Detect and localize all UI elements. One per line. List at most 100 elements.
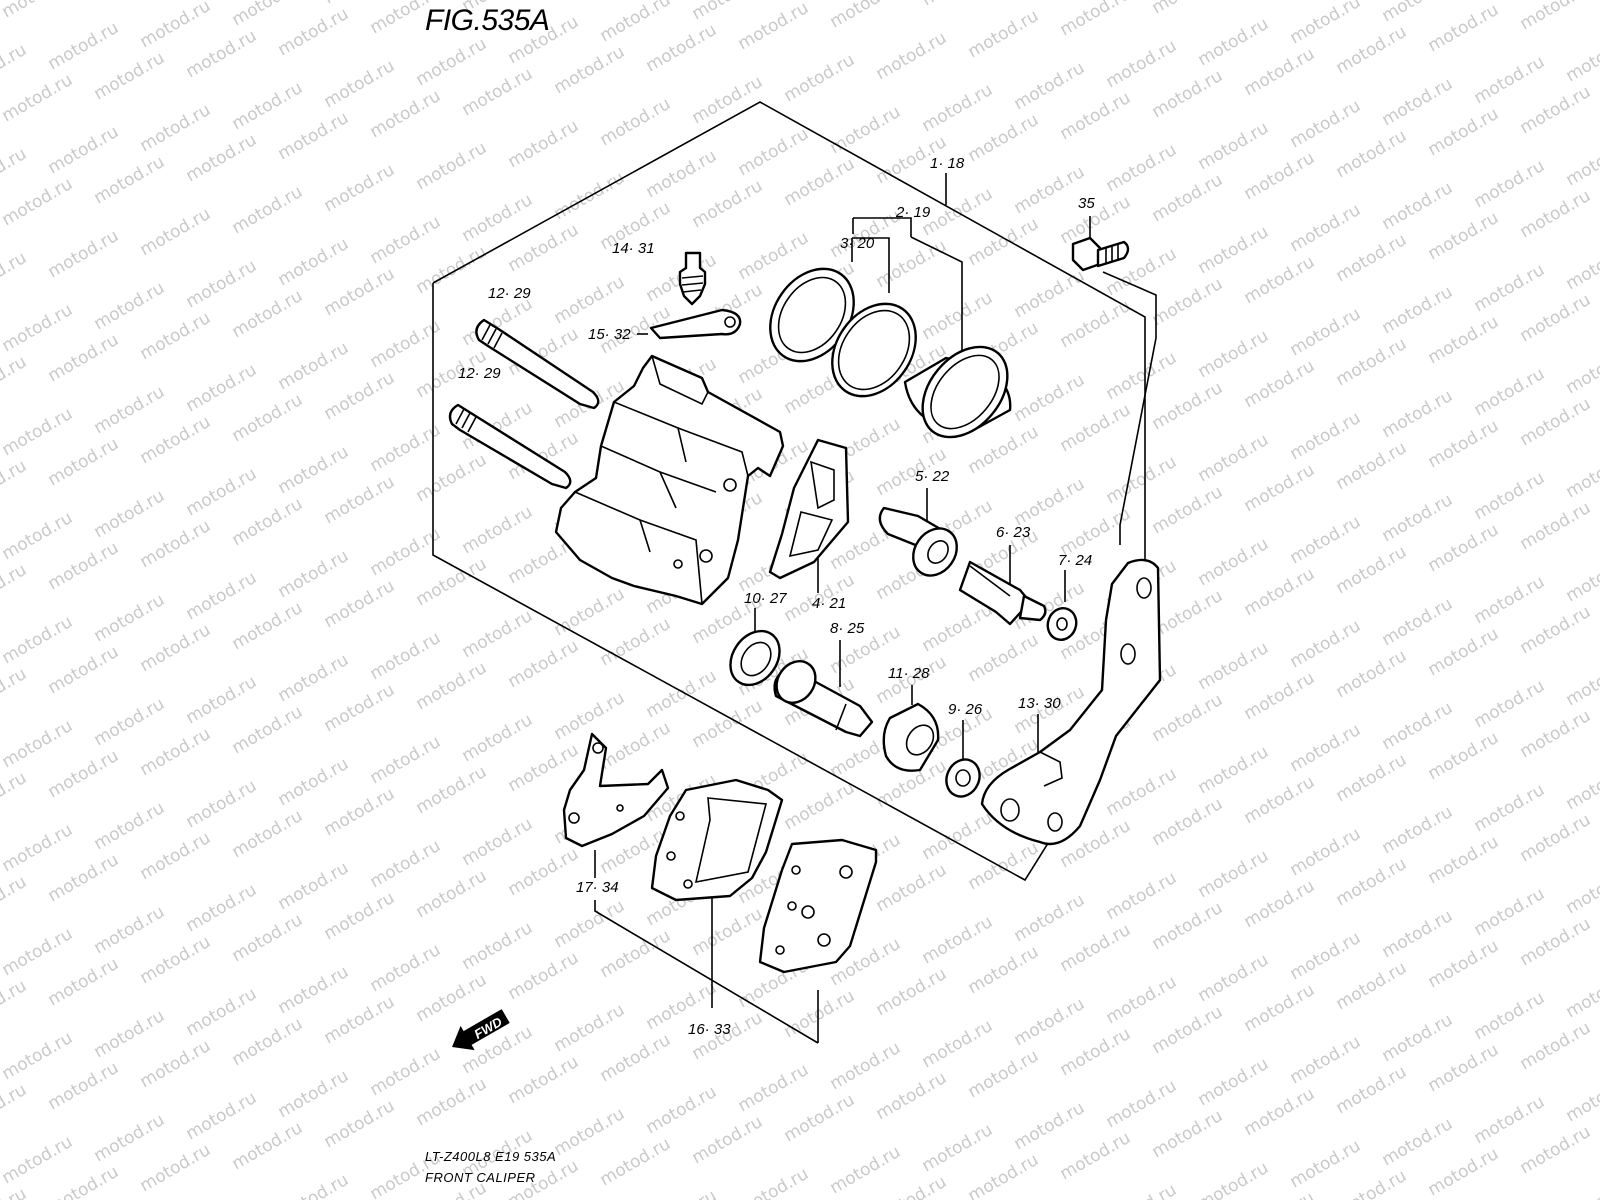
figure-title: FIG.535A <box>425 4 550 37</box>
watermark-text: motod.ru <box>1517 914 1595 970</box>
watermark-text: motod.ru <box>45 538 123 594</box>
watermark-text: motod.ru <box>1149 0 1227 18</box>
watermark-text: motod.ru <box>1471 572 1549 628</box>
piston-1 <box>903 345 1012 439</box>
watermark-text: motod.ru <box>597 1030 675 1086</box>
watermark-text: motod.ru <box>1425 104 1503 160</box>
watermark-text: motod.ru <box>781 1090 859 1146</box>
watermark-text: motod.ru <box>505 116 583 172</box>
watermark-text: motod.ru <box>873 964 951 1020</box>
watermark-text: motod.ru <box>1379 594 1457 650</box>
watermark-text: motod.ru <box>91 902 169 958</box>
watermark-text: motod.ru <box>1241 460 1319 516</box>
watermark-text: motod.ru <box>275 858 353 914</box>
watermark-text: motod.ru <box>137 204 215 260</box>
watermark-text: motod.ru <box>873 1068 951 1124</box>
watermark-text: motod.ru <box>689 696 767 752</box>
watermark-text: motod.ru <box>1149 274 1227 330</box>
watermark-text: motod.ru <box>965 942 1043 998</box>
watermark-text: motod.ru <box>45 330 123 386</box>
watermark-text: motod.ru <box>873 860 951 916</box>
watermark-text: motod.ru <box>1333 1166 1411 1200</box>
watermark-text: motod.ru <box>1241 668 1319 724</box>
watermark-text: motod.ru <box>1425 832 1503 888</box>
watermark-text: motod.ru <box>321 576 399 632</box>
watermark-text: motod.ru <box>1057 192 1135 248</box>
watermark-text: motod.ru <box>1471 780 1549 836</box>
watermark-text: motod.ru <box>1563 862 1600 918</box>
watermark-text: motod.ru <box>1149 1002 1227 1058</box>
watermark-text: motod.ru <box>1195 1054 1273 1110</box>
callout-6-23: 6· 23 <box>996 524 1031 541</box>
watermark-text: motod.ru <box>413 242 491 298</box>
watermark-text: motod.ru <box>1425 416 1503 472</box>
watermark-text: motod.ru <box>321 0 399 8</box>
watermark-text: motod.ru <box>1379 1010 1457 1066</box>
watermark-text: motod.ru <box>321 992 399 1048</box>
watermark-text: motod.ru <box>1011 1098 1089 1154</box>
watermark-text: motod.ru <box>1517 394 1595 450</box>
watermark-text: motod.ru <box>1011 58 1089 114</box>
watermark-text: motod.ru <box>597 1134 675 1190</box>
watermark-text: motod.ru <box>1379 698 1457 754</box>
watermark-text: motod.ru <box>275 650 353 706</box>
watermark-text: motod.ru <box>1195 14 1273 70</box>
watermark-text: motod.ru <box>689 1112 767 1168</box>
watermark-text: motod.ru <box>229 1014 307 1070</box>
watermark-text: motod.ru <box>91 1110 169 1166</box>
watermark-text: motod.ru <box>1425 1144 1503 1200</box>
watermark-text: motod.ru <box>459 710 537 766</box>
watermark-text: motod.ru <box>1425 728 1503 784</box>
watermark-text: motod.ru <box>1103 452 1181 508</box>
watermark-text: motod.ru <box>1149 482 1227 538</box>
watermark-text: motod.ru <box>1563 446 1600 502</box>
watermark-text: motod.ru <box>45 1058 123 1114</box>
watermark-text: motod.ru <box>781 986 859 1042</box>
watermark-text: motod.ru <box>643 1186 721 1200</box>
watermark-text: motod.ru <box>413 34 491 90</box>
watermark-text: motod.ru <box>1011 370 1089 426</box>
watermark-text: motod.ru <box>137 516 215 572</box>
watermark-text: motod.ru <box>1057 400 1135 456</box>
watermark-text: motod.ru <box>275 234 353 290</box>
watermark-text: motod.ru <box>91 798 169 854</box>
watermark-text: motod.ru <box>0 352 30 408</box>
watermark-text: motod.ru <box>0 300 76 356</box>
watermark-text: motod.ru <box>873 236 951 292</box>
watermark-text: motod.ru <box>1471 1092 1549 1148</box>
watermark-text: motod.ru <box>229 806 307 862</box>
watermark-text: motod.ru <box>1379 0 1457 26</box>
watermark-text: motod.ru <box>551 272 629 328</box>
watermark-text: motod.ru <box>321 264 399 320</box>
watermark-text: motod.ru <box>1287 616 1365 672</box>
watermark-text: motod.ru <box>1333 22 1411 78</box>
watermark-text: motod.ru <box>321 56 399 112</box>
watermark-text: motod.ru <box>1103 36 1181 92</box>
watermark-text: motod.ru <box>183 256 261 312</box>
watermark-text: motod.ru <box>735 0 813 54</box>
watermark-text: motod.ru <box>459 606 537 662</box>
callout-8-25: 8· 25 <box>830 620 865 637</box>
watermark-text: motod.ru <box>1379 490 1457 546</box>
watermark-text: motod.ru <box>597 94 675 150</box>
watermark-text: motod.ru <box>367 212 445 268</box>
watermark-text: motod.ru <box>1333 334 1411 390</box>
callout-3-20: 3· 20 <box>840 235 875 252</box>
watermark-text: motod.ru <box>1517 602 1595 658</box>
watermark-text: motod.ru <box>413 658 491 714</box>
watermark-text: motod.ru <box>229 78 307 134</box>
watermark-text: motod.ru <box>551 42 629 98</box>
watermark-text: motod.ru <box>551 584 629 640</box>
watermark-text: motod.ru <box>183 360 261 416</box>
watermark-text: motod.ru <box>1425 936 1503 992</box>
watermark-text: motod.ru <box>183 26 261 82</box>
watermark-text: motod.ru <box>45 1162 123 1200</box>
watermark-text: motod.ru <box>459 918 537 974</box>
boot-11 <box>882 702 940 772</box>
watermark-text: motod.ru <box>1517 1122 1595 1178</box>
watermark-text: motod.ru <box>1241 252 1319 308</box>
watermark-text: motod.ru <box>1287 408 1365 464</box>
watermark-text: motod.ru <box>643 146 721 202</box>
